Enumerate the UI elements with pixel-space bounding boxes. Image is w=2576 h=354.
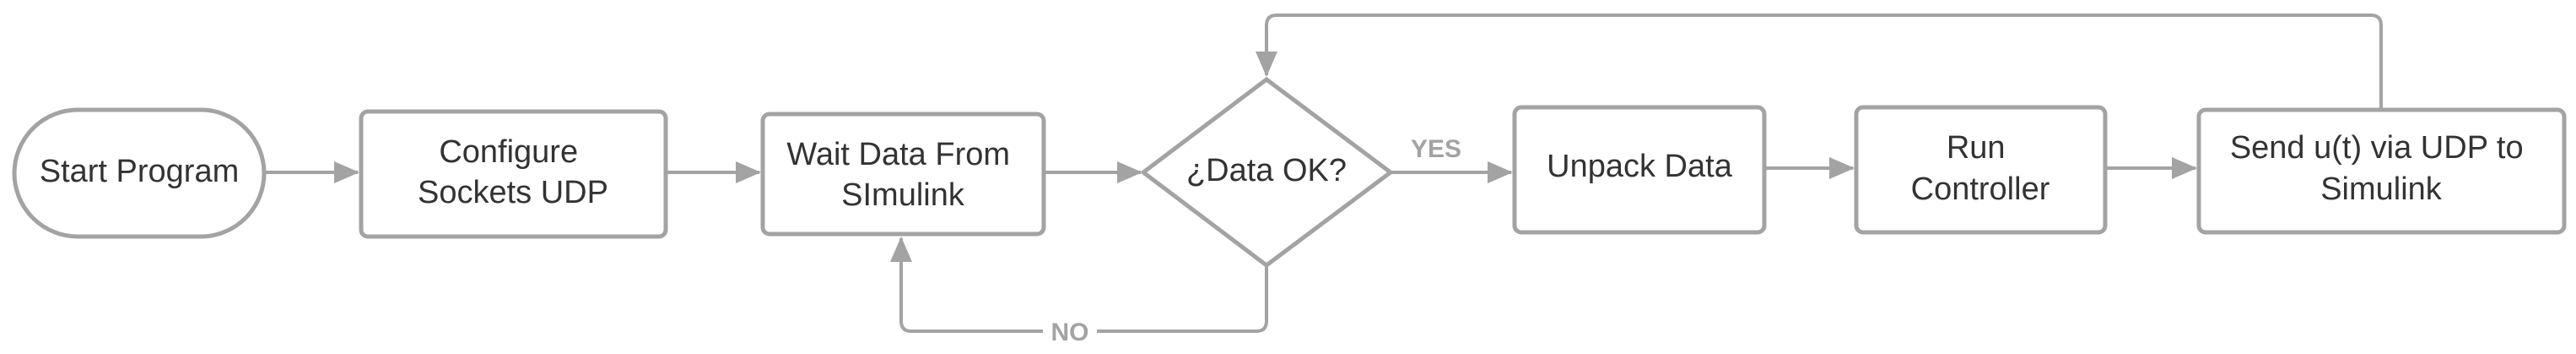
no-label-background bbox=[1043, 314, 1097, 348]
run-process-shape bbox=[1854, 105, 2108, 235]
no-label: NO bbox=[1051, 319, 1089, 346]
node-unpack: Unpack Data bbox=[1512, 105, 1767, 235]
configure-label: Configure Sockets UDP bbox=[418, 134, 608, 210]
node-decision: ¿Data OK? bbox=[1141, 77, 1393, 268]
start-terminal-shape bbox=[12, 107, 267, 239]
send-process-shape bbox=[2196, 107, 2567, 235]
run-label-line-2: Controller bbox=[1911, 172, 2050, 207]
send-label-line-1: Send u(t) via UDP to bbox=[2230, 130, 2524, 166]
wait-label-line-2: SImulink bbox=[841, 177, 965, 213]
node-configure: Configure Sockets UDP bbox=[359, 109, 668, 239]
edge-labels: YES NO bbox=[1043, 135, 1461, 348]
edges bbox=[265, 14, 2383, 333]
configure-label-line-1: Configure bbox=[439, 134, 578, 170]
send-label-line-2: Simulink bbox=[2320, 172, 2443, 207]
configure-label-line-2: Sockets UDP bbox=[418, 175, 608, 210]
decision-label-line-1: ¿Data OK? bbox=[1186, 153, 1347, 188]
node-wait: Wait Data From SImulink bbox=[760, 112, 1046, 237]
node-start: Start Program bbox=[12, 107, 267, 239]
wait-label-line-1: Wait Data From bbox=[786, 137, 1010, 172]
start-label: Start Program bbox=[40, 154, 240, 189]
node-send: Send u(t) via UDP to Simulink bbox=[2196, 107, 2567, 235]
start-label-line-1: Start Program bbox=[40, 154, 240, 189]
yes-label: YES bbox=[1411, 135, 1461, 163]
unpack-process-shape bbox=[1512, 105, 1767, 235]
wait-label: Wait Data From SImulink bbox=[786, 137, 1018, 213]
edge-send-loop-to-decision bbox=[1256, 14, 2383, 108]
wait-process-shape bbox=[760, 112, 1046, 237]
configure-process-shape bbox=[359, 109, 668, 239]
unpack-label-line-1: Unpack Data bbox=[1547, 149, 1733, 184]
send-label: Send u(t) via UDP to Simulink bbox=[2230, 130, 2532, 207]
decision-diamond-shape bbox=[1141, 77, 1393, 268]
run-label: Run Controller bbox=[1911, 130, 2050, 207]
decision-label: ¿Data OK? bbox=[1186, 153, 1347, 188]
node-run: Run Controller bbox=[1854, 105, 2108, 235]
run-label-line-1: Run bbox=[1947, 130, 2006, 166]
unpack-label: Unpack Data bbox=[1547, 149, 1733, 184]
